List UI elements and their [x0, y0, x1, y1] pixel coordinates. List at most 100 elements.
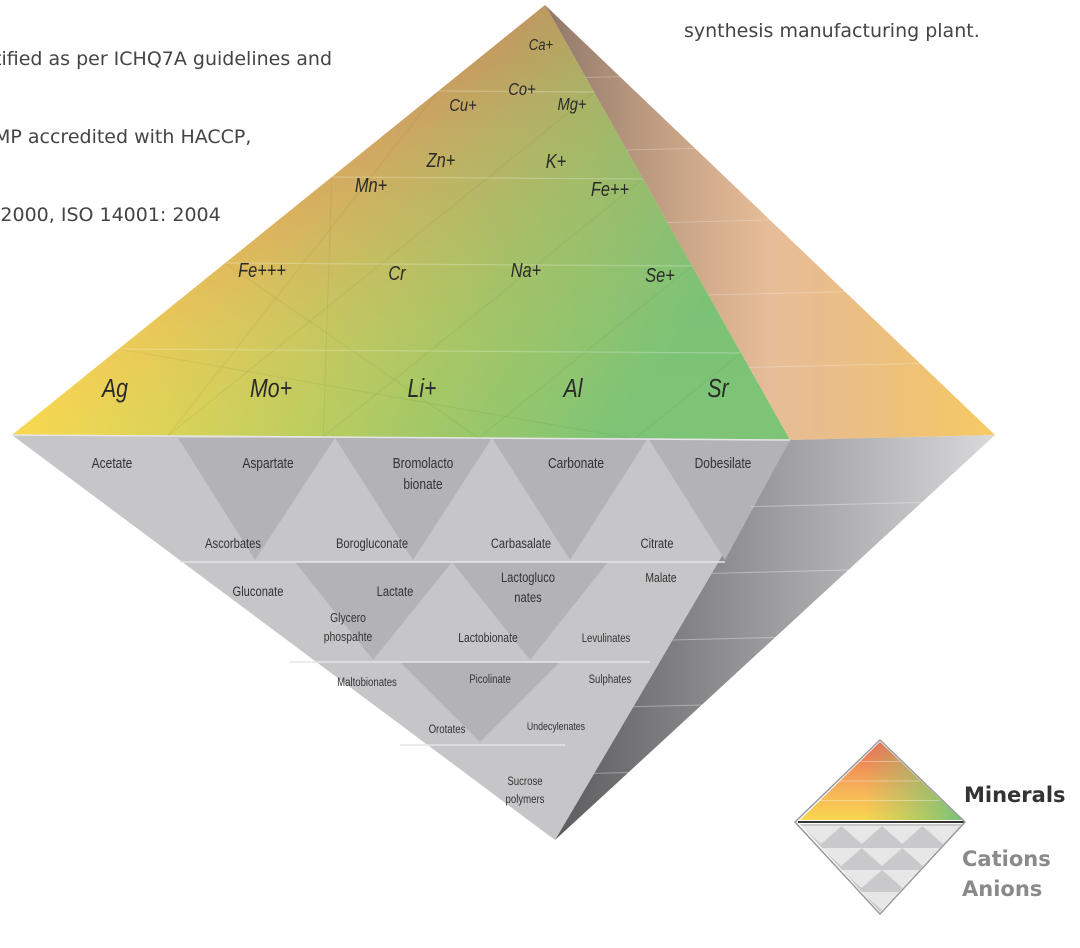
anion-label: Acetate — [92, 455, 133, 472]
mineral-label: K+ — [546, 149, 567, 172]
mineral-label: Mn+ — [355, 173, 388, 196]
mineral-label: Cu+ — [449, 96, 477, 116]
mineral-label: Fe+++ — [238, 258, 286, 281]
grid-line — [118, 348, 742, 354]
legend-cell — [841, 870, 882, 888]
anion-label: Lactobionate — [458, 631, 518, 645]
grid-line — [167, 91, 595, 437]
pyramid-right-face — [545, 5, 995, 440]
mineral-label: Cr — [388, 261, 406, 284]
anions-right-face — [555, 435, 995, 840]
grid-line — [11, 434, 791, 441]
anion-label: Carbonate — [548, 455, 604, 472]
anion-label: Sulphates — [589, 673, 632, 686]
grid-line — [322, 176, 333, 438]
anions-grid — [11, 434, 791, 746]
anion-label: Lactogluco — [501, 570, 555, 585]
anion-label: Picolinate — [469, 673, 511, 686]
grid-line — [634, 352, 742, 440]
anion-label: Sucrose — [507, 775, 542, 788]
grid-line — [438, 90, 595, 93]
anion-label: Carbasalate — [491, 536, 551, 551]
anion-label: Levulinates — [582, 632, 631, 645]
legend-anions-label: Anions — [962, 877, 1043, 901]
grid-line — [711, 569, 849, 574]
mineral-label: Li+ — [407, 374, 436, 404]
anion-label: Malate — [645, 571, 677, 585]
intro-line: :2000, ISO 14001: 2004 — [0, 204, 221, 226]
legend-cell — [922, 826, 963, 844]
grid-line — [667, 219, 771, 223]
anion-label: phospahte — [324, 630, 373, 644]
legend-icon — [793, 738, 967, 916]
minerals-grid — [118, 90, 742, 440]
anion-cell — [400, 662, 560, 742]
mineral-label: Al — [562, 374, 583, 404]
anion-label: Lactate — [377, 584, 414, 599]
mineral-label: Se+ — [645, 263, 675, 286]
grid-line — [672, 637, 776, 641]
mineral-label: Co+ — [508, 80, 536, 100]
grid-line — [478, 265, 693, 439]
anion-label: Maltobionates — [337, 676, 397, 689]
anion-cell — [178, 438, 335, 560]
legend-cell — [882, 826, 923, 844]
mineral-label: Sr — [707, 374, 729, 404]
grid-line — [225, 262, 693, 267]
mineral-label: Ca+ — [529, 37, 554, 54]
anion-label: Ascorbates — [205, 536, 261, 551]
anion-label: Bromolacto — [393, 455, 454, 472]
mineral-label: Zn+ — [426, 148, 456, 171]
intro-line: tified as per ICHQ7A guidelines and — [0, 48, 333, 70]
anion-label: bionate — [403, 476, 442, 493]
legend-cell — [841, 826, 882, 844]
legend-cell — [801, 826, 842, 844]
intro-text-left: tified as per ICHQ7A guidelines and MP a… — [0, 0, 332, 254]
legend-minerals-label: Minerals — [964, 783, 1066, 807]
legend-cell — [861, 892, 903, 910]
grid-line — [633, 704, 702, 708]
intro-text-right: synthesis manufacturing plant. — [684, 20, 980, 42]
anion-cell — [452, 562, 608, 660]
anion-label: Gluconate — [233, 584, 284, 599]
anion-label: Citrate — [641, 536, 674, 551]
mineral-label: Mo+ — [250, 374, 292, 404]
legend-cations-label: Cations — [962, 847, 1051, 871]
anion-label: Undecylenates — [527, 721, 585, 733]
minerals-labels: Ca+ Cu+ Co+ Mg+ Mn+ Zn+ K+ Fe++ Fe+++ Cr Na+ Se+ Ag M… — [100, 37, 729, 404]
anion-label: Glycero — [330, 611, 366, 625]
mineral-label: Fe++ — [591, 177, 630, 200]
anion-cell — [648, 438, 790, 560]
grid-line — [118, 348, 635, 440]
grid-line — [585, 76, 621, 78]
intro-line: MP accredited with HACCP, — [0, 126, 252, 148]
legend-cell — [902, 848, 943, 866]
grid-line — [594, 772, 629, 774]
legend-cell — [882, 870, 923, 888]
grid-line — [626, 147, 696, 151]
grid-line — [749, 362, 921, 368]
grid-line — [224, 262, 480, 439]
legend-cell — [861, 848, 903, 866]
grid-line — [708, 291, 846, 296]
anion-cell — [295, 562, 452, 660]
anion-label: polymers — [506, 793, 545, 806]
anions-labels: Acetate Aspartate Bromolacto bionate Carbona… — [92, 455, 752, 807]
legend-cell — [821, 848, 862, 866]
grid-line — [167, 90, 439, 437]
anion-cell — [492, 438, 648, 560]
mineral-label: Ag — [100, 374, 129, 404]
grid-line — [331, 176, 644, 180]
anion-label: nates — [514, 590, 541, 605]
mineral-label: Na+ — [511, 258, 542, 281]
anion-label: Borogluconate — [336, 536, 408, 551]
grid-line — [322, 178, 644, 438]
anion-cell — [335, 438, 492, 560]
anion-label: Dobesilate — [695, 455, 752, 472]
anion-label: Orotates — [429, 723, 466, 736]
anions-face — [12, 435, 790, 840]
grid-line — [750, 502, 922, 508]
anion-label: Aspartate — [242, 455, 293, 472]
mineral-label: Mg+ — [557, 95, 586, 115]
